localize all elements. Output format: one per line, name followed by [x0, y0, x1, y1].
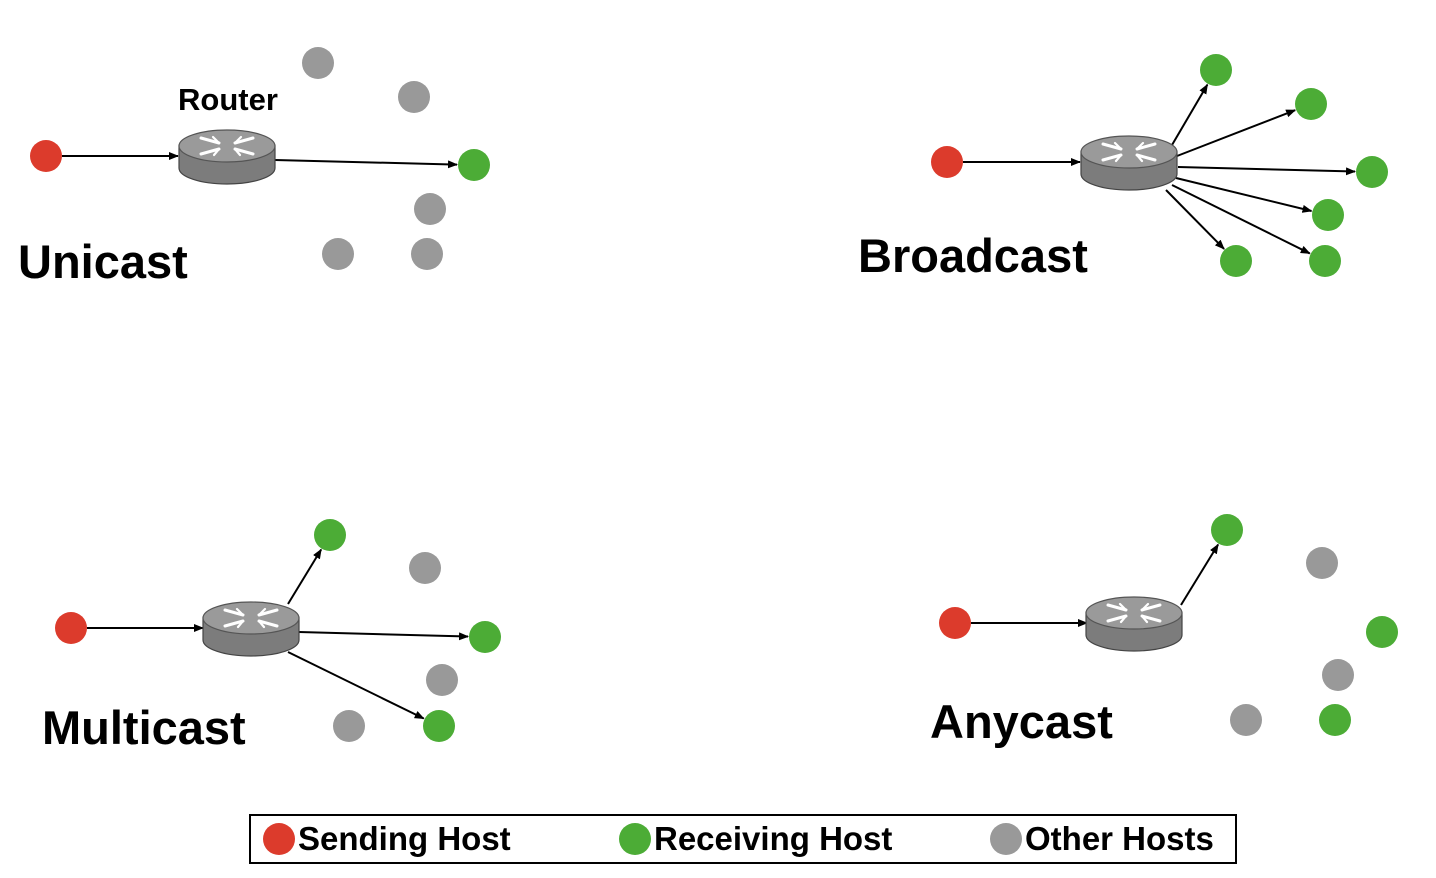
- arrow-icon: [1175, 177, 1313, 213]
- sending-host-icon: [939, 607, 971, 639]
- receiving-host-icon: [1200, 54, 1232, 86]
- arrow-icon: [287, 548, 323, 605]
- multicast-panel: Multicast: [42, 519, 501, 754]
- router-icon: [178, 129, 276, 185]
- sending-host-icon: [55, 612, 87, 644]
- unicast-panel: Unicast: [18, 47, 490, 288]
- legend-item-receiving: Receiving Host: [619, 816, 892, 862]
- arrow-icon: [287, 651, 425, 720]
- router-icon: [1080, 135, 1178, 191]
- router-icon: [202, 601, 300, 657]
- router-label: Router: [178, 82, 278, 117]
- receiving-host-icon: [1319, 704, 1351, 736]
- other-host-icon: [409, 552, 441, 584]
- arrow-icon: [1165, 189, 1225, 250]
- arrow-icon: [298, 631, 470, 641]
- broadcast-panel: Broadcast: [858, 54, 1388, 282]
- arrow-icon: [274, 159, 459, 169]
- receiving-host-icon: [1295, 88, 1327, 120]
- receiving-host-dot-icon: [619, 823, 651, 855]
- receiving-host-icon: [1356, 156, 1388, 188]
- receiving-host-icon: [1312, 199, 1344, 231]
- router-icon: [1085, 596, 1183, 652]
- receiving-host-icon: [314, 519, 346, 551]
- legend: Sending Host Receiving Host Other Hosts: [249, 814, 1237, 864]
- other-hosts-dot-icon: [990, 823, 1022, 855]
- receiving-host-icon: [1220, 245, 1252, 277]
- arrow-icon: [1180, 543, 1219, 606]
- other-host-icon: [411, 238, 443, 270]
- receiving-host-icon: [458, 149, 490, 181]
- receiving-host-icon: [423, 710, 455, 742]
- other-host-icon: [322, 238, 354, 270]
- arrow-icon: [1171, 184, 1311, 255]
- receiving-host-icon: [469, 621, 501, 653]
- arrow-icon: [1177, 166, 1357, 176]
- arrow-icon: [1176, 109, 1297, 157]
- other-host-icon: [426, 664, 458, 696]
- legend-item-sending: Sending Host: [263, 816, 511, 862]
- legend-label-other: Other Hosts: [1025, 820, 1214, 857]
- anycast-panel: Anycast: [930, 514, 1398, 748]
- sending-host-icon: [931, 146, 963, 178]
- receiving-host-icon: [1211, 514, 1243, 546]
- legend-item-other: Other Hosts: [990, 816, 1214, 862]
- anycast-title: Anycast: [930, 695, 1113, 748]
- receiving-host-icon: [1366, 616, 1398, 648]
- other-host-icon: [333, 710, 365, 742]
- other-host-icon: [1230, 704, 1262, 736]
- sending-host-dot-icon: [263, 823, 295, 855]
- other-host-icon: [1306, 547, 1338, 579]
- other-host-icon: [302, 47, 334, 79]
- sending-host-icon: [30, 140, 62, 172]
- multicast-title: Multicast: [42, 701, 246, 754]
- legend-label-sending: Sending Host: [298, 820, 511, 857]
- other-host-icon: [398, 81, 430, 113]
- arrow-icon: [1171, 83, 1209, 146]
- legend-label-receiving: Receiving Host: [654, 820, 893, 857]
- other-host-icon: [414, 193, 446, 225]
- other-host-icon: [1322, 659, 1354, 691]
- broadcast-title: Broadcast: [858, 229, 1088, 282]
- receiving-host-icon: [1309, 245, 1341, 277]
- unicast-title: Unicast: [18, 235, 188, 288]
